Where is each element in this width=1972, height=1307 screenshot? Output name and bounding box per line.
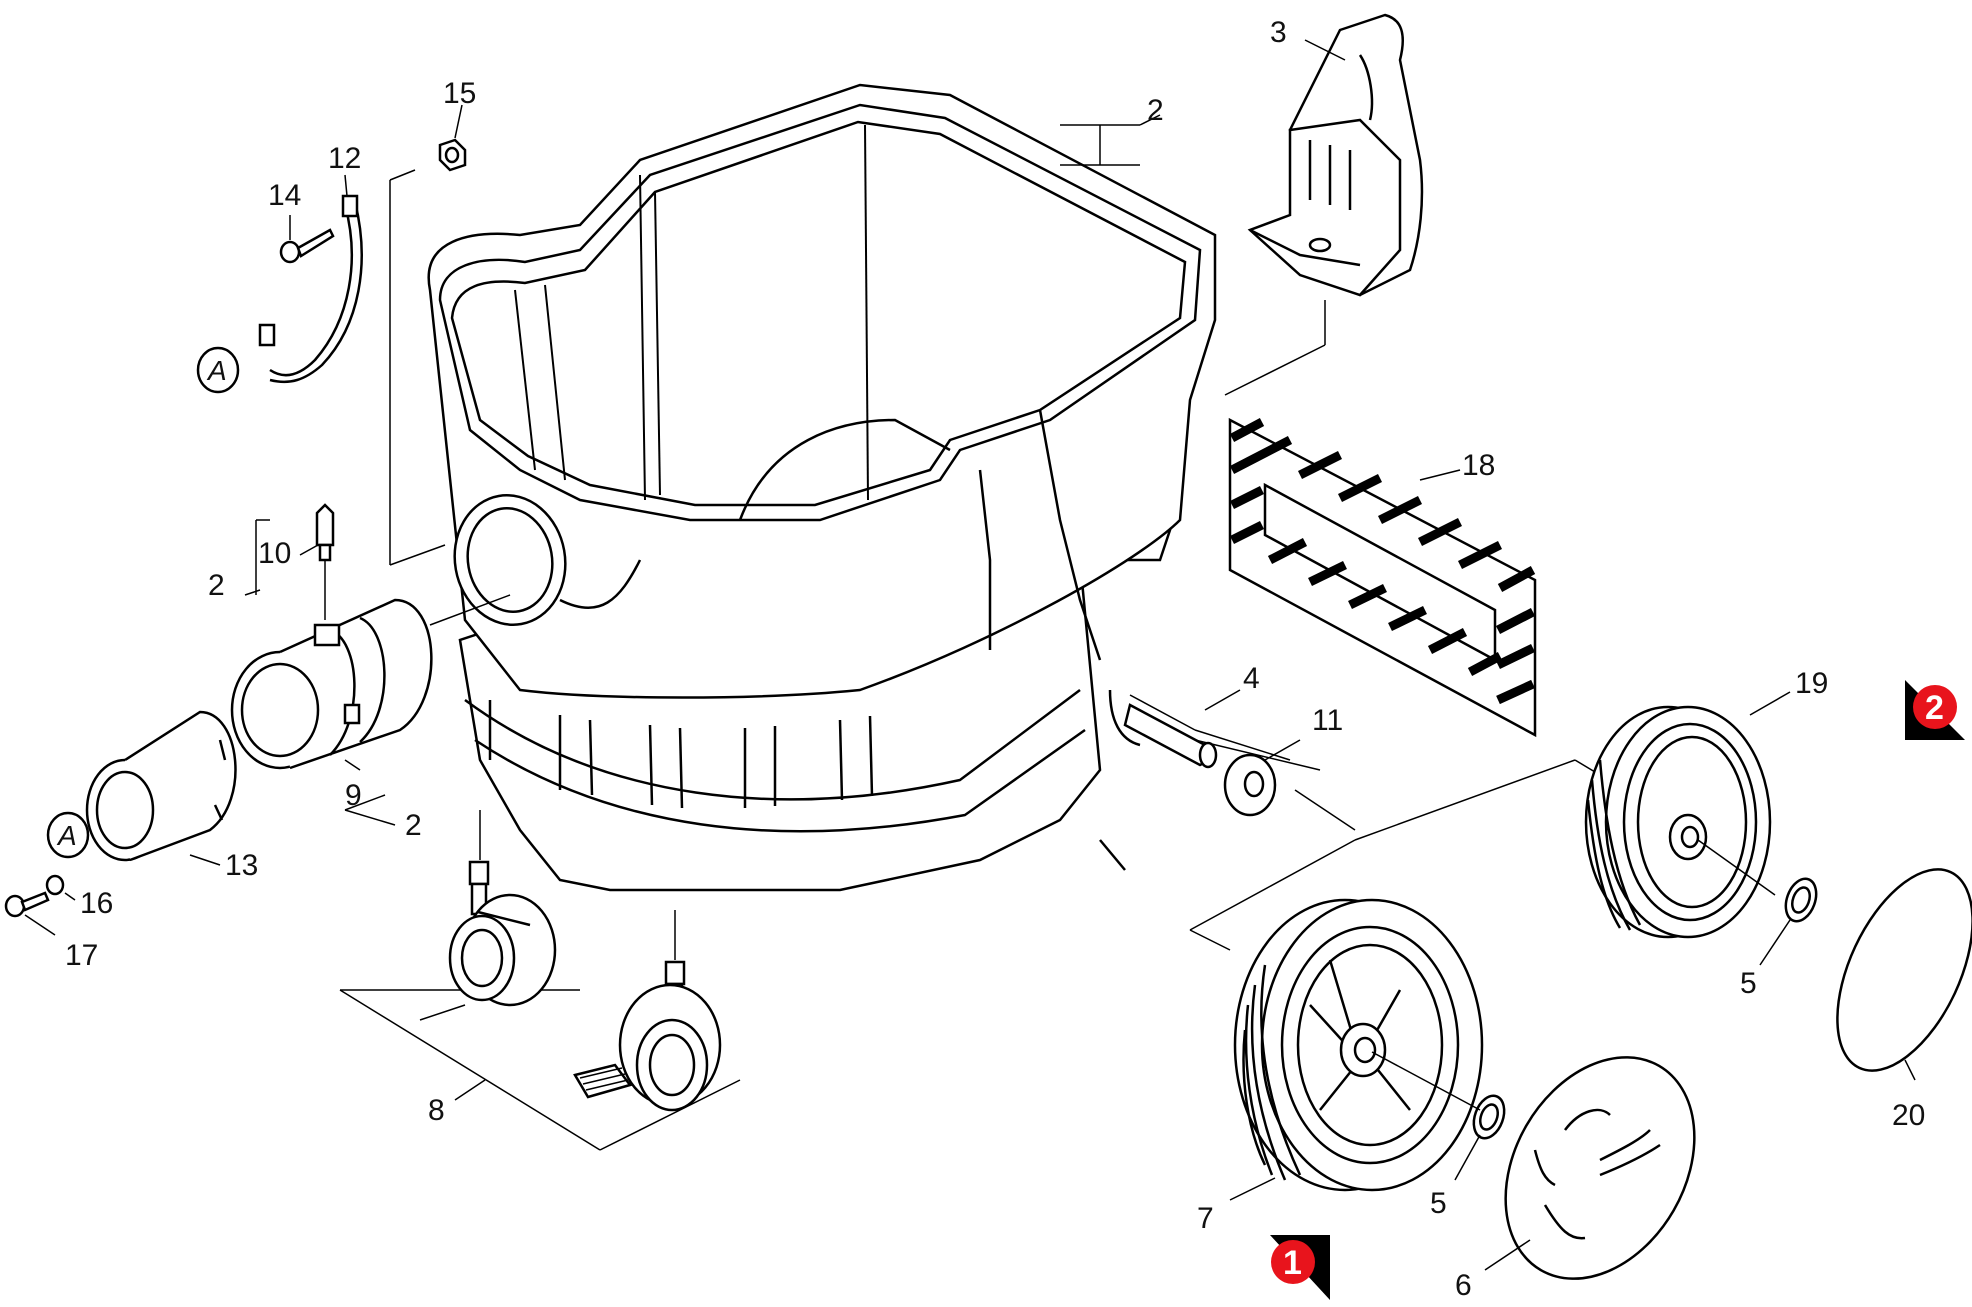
valve-10 <box>315 503 335 620</box>
axle-pin <box>1123 703 1218 769</box>
clip-ring-low <box>1472 1094 1506 1140</box>
svg-text:A: A <box>206 355 227 386</box>
callout-4: 4 <box>1243 662 1260 695</box>
section-badge-1: 1 <box>1270 1235 1330 1300</box>
callout-5-low: 5 <box>1430 1187 1447 1220</box>
union-nut-13 <box>85 710 237 862</box>
hub-cap <box>1504 1056 1696 1280</box>
callout-2-top: 2 <box>1147 94 1164 127</box>
section-badge-2: 2 <box>1905 680 1965 740</box>
callout-10: 10 <box>258 537 291 570</box>
hose-band <box>258 194 363 384</box>
callout-16: 16 <box>80 887 113 920</box>
callout-15: 15 <box>443 77 476 110</box>
callout-5-right: 5 <box>1740 967 1757 1000</box>
reference-marker-a-bottom: A <box>46 811 90 859</box>
nut-15 <box>438 138 467 172</box>
callout-leaders <box>24 39 1916 1271</box>
reference-marker-a-top: A <box>196 346 240 394</box>
washer-16 <box>45 874 65 896</box>
inlet-9 <box>230 598 433 770</box>
callout-13: 13 <box>225 849 258 882</box>
warning-label <box>1228 417 1537 738</box>
caster-wheel-left <box>448 860 557 1007</box>
screw-14 <box>279 228 335 264</box>
svg-text:A: A <box>56 820 77 851</box>
container-tank <box>427 83 1217 892</box>
callout-18: 18 <box>1462 449 1495 482</box>
callout-6: 6 <box>1455 1269 1472 1302</box>
wheel-front <box>1233 898 1484 1192</box>
caster-wheel-right <box>573 960 722 1112</box>
svg-text:2: 2 <box>1925 689 1944 727</box>
callout-7: 7 <box>1197 1202 1214 1235</box>
leader-lines <box>339 114 1596 1151</box>
clip-ring-right <box>1784 877 1818 923</box>
callout-20: 20 <box>1892 1099 1925 1132</box>
callout-2-low: 2 <box>405 809 422 842</box>
svg-text:1: 1 <box>1283 1244 1302 1282</box>
callout-14: 14 <box>268 179 301 212</box>
callout-labels: 2 3 15 12 14 10 2 9 2 13 16 17 18 4 11 1… <box>65 16 1925 1302</box>
callout-2-left: 2 <box>208 569 225 602</box>
callout-12: 12 <box>328 142 361 175</box>
wheel-right <box>1584 705 1776 939</box>
hub-cap-disc <box>1836 868 1972 1072</box>
callout-8: 8 <box>428 1094 445 1127</box>
callout-11: 11 <box>1312 704 1343 737</box>
callout-9: 9 <box>345 779 362 812</box>
callout-19: 19 <box>1795 667 1828 700</box>
callout-17: 17 <box>65 939 98 972</box>
screw-17 <box>4 891 50 918</box>
callout-3: 3 <box>1270 16 1287 49</box>
handle-part <box>1247 13 1424 297</box>
washer <box>1223 753 1277 817</box>
